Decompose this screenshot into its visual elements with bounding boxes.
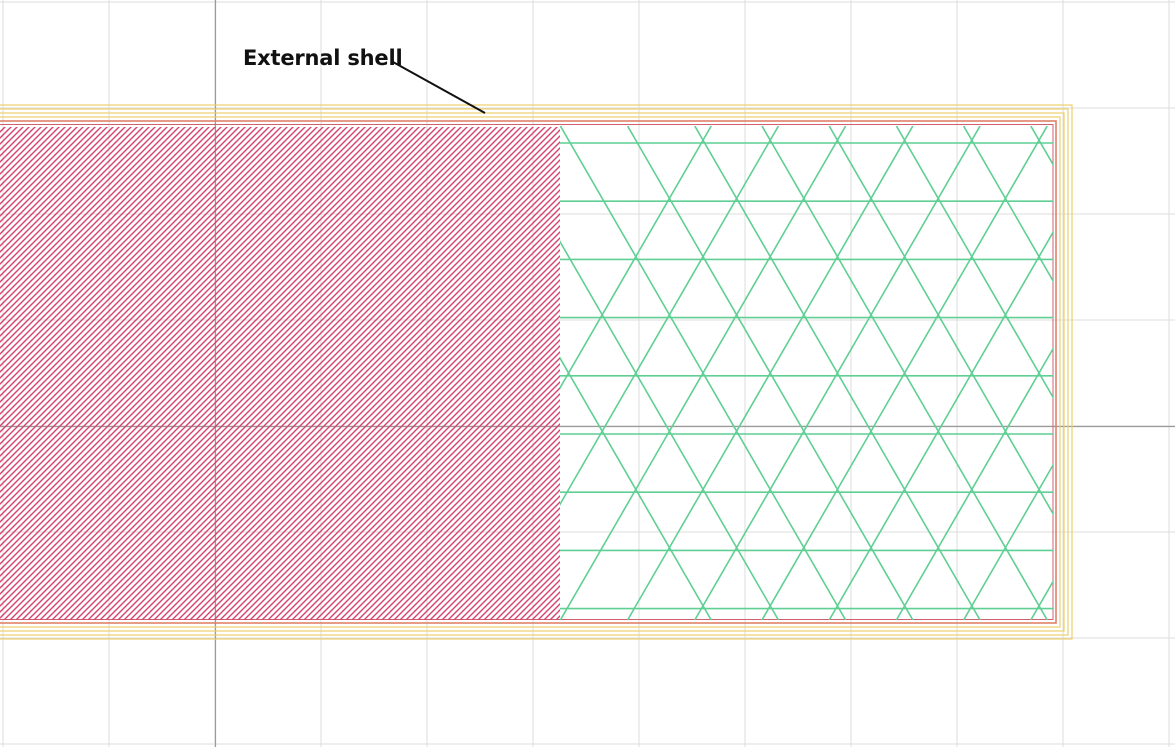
infill-line-diagonal [694, 126, 981, 620]
infill-line-diagonal [560, 356, 712, 620]
infill-line-diagonal [962, 126, 1053, 283]
infill-line-diagonal [1098, 126, 1175, 620]
infill-line-diagonal [828, 126, 1053, 516]
infill-line-diagonal [560, 126, 847, 620]
infill-line-diagonal [1165, 126, 1175, 620]
annotation-leader-line [392, 61, 486, 114]
infill-line-diagonal [895, 347, 1053, 620]
external-shell-outline [0, 120, 1057, 624]
infill-line-diagonal [962, 463, 1053, 620]
infill-line-diagonal [895, 126, 1053, 399]
solid-infill-region [0, 127, 560, 620]
skirt-loop [0, 108, 1069, 636]
sparse-infill-region [560, 126, 1175, 620]
skirt-loop [0, 112, 1065, 632]
infill-line-diagonal [560, 240, 780, 620]
infill-line-diagonal [1030, 126, 1053, 166]
infill-line-diagonal [1030, 580, 1053, 620]
infill-line-diagonal [761, 126, 1048, 620]
infill-line-diagonal [1098, 126, 1175, 620]
infill-line-diagonal [626, 126, 914, 620]
external-shell-label: External shell [243, 46, 403, 70]
infill-line-diagonal [1165, 126, 1175, 620]
skirt-loops [0, 104, 1073, 640]
skirt-loop [0, 104, 1073, 640]
skirt-loop [0, 116, 1061, 628]
